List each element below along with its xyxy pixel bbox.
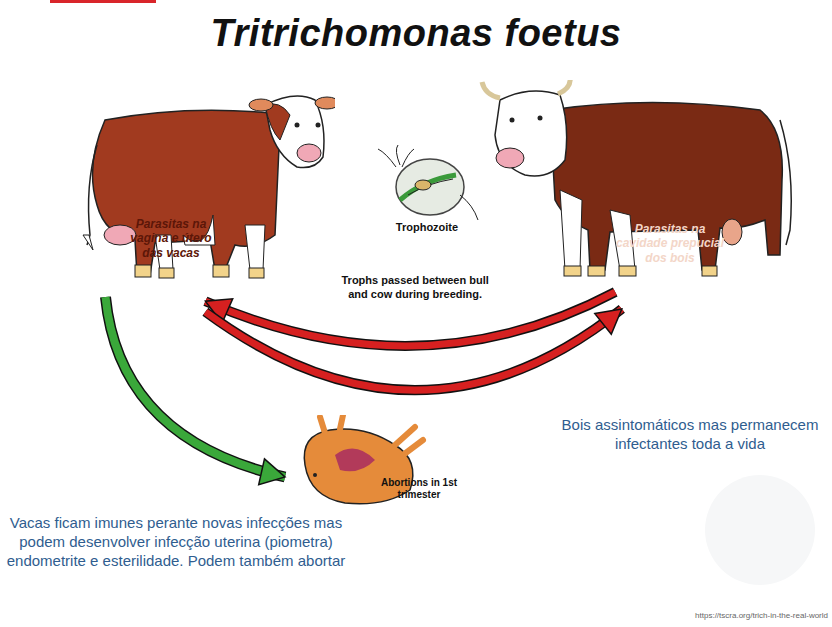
arrow-body (205, 309, 621, 390)
node-label: Parasitas na vagina e útero das vacas (125, 217, 217, 260)
source-url: https://tscra.org/trich-in-the-real-worl… (620, 611, 828, 621)
note-text: Bois assintomáticos mas permanecem infec… (548, 416, 832, 454)
note-text: Vacas ficam imunes perante novas infecçõ… (0, 514, 352, 570)
illustration (285, 415, 475, 515)
arrow-head (259, 459, 285, 485)
arrow-connector (106, 297, 286, 485)
node-label: Abortions in 1st trimester (373, 477, 465, 501)
cow-figure: Parasitas na vagina e útero das vacas (65, 85, 335, 297)
arrow-head (595, 309, 622, 334)
bull-figure: Parasitas na cavidade prepucial dos bois (470, 80, 800, 292)
title: Tritrichomonas foetus (0, 12, 832, 55)
faint-circle (705, 475, 815, 585)
edge-label: Trophs passed between bull and cow durin… (333, 273, 497, 303)
arrow-outline (106, 297, 286, 477)
arrow-outline (205, 309, 621, 390)
node-label: Trophozoite (368, 221, 486, 234)
red-bar (50, 0, 156, 3)
illustration (470, 80, 800, 292)
arrow-body (106, 297, 286, 477)
aborted-fetus-figure: Abortions in 1st trimester (285, 415, 475, 515)
illustration (65, 85, 335, 297)
node-label: Parasitas na cavidade prepucial dos bois (610, 222, 730, 265)
arrow-connector (205, 309, 621, 390)
trophozoite-figure: Trophozoite (368, 145, 486, 240)
